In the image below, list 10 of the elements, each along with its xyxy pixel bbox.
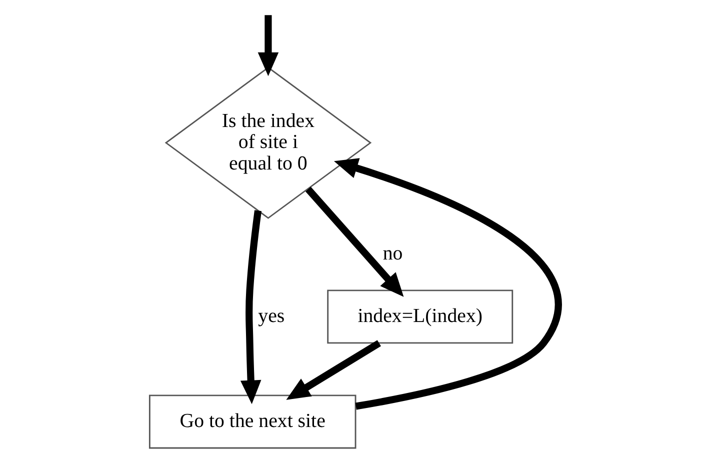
- arrow: [286, 340, 380, 400]
- arrow: [333, 158, 562, 410]
- node-box: Go to the next site: [148, 394, 356, 449]
- arrow: [304, 186, 404, 297]
- arrow: [240, 210, 262, 404]
- arrow: [257, 15, 278, 76]
- edge-label: no: [382, 242, 402, 264]
- node-diamond: Is the index of site i equal to 0: [164, 66, 372, 219]
- node-box: index=L(index): [326, 290, 513, 344]
- edge-label: yes: [258, 304, 284, 327]
